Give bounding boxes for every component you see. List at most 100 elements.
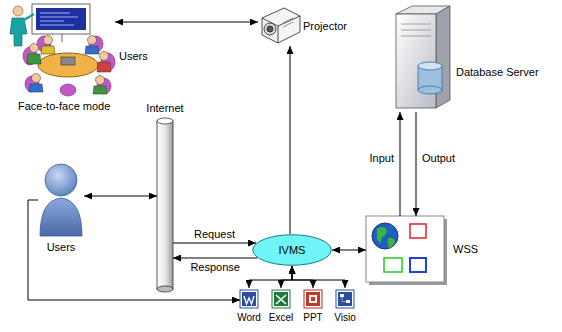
edge-label: Input [369,152,395,165]
connector-arrow [173,258,257,259]
wss-box: WSS [366,216,444,282]
word-icon [240,290,258,308]
shape-part [311,297,315,301]
board-stand [62,34,63,42]
presenter-head [13,6,23,16]
shape-part [96,76,105,85]
shape-part [309,295,317,303]
visio-icon [336,290,354,308]
connector-arrow [281,266,292,288]
shape-part [283,18,293,27]
connector-arrow [84,196,157,197]
presenter-arm [24,14,34,20]
user-group: Users [0,2,115,97]
connector-arrow [332,250,366,251]
laptop [61,57,75,65]
excel-icon: Excel [272,288,290,310]
shape-part [157,286,173,292]
node-label: Database Server [456,66,539,79]
shape-part [30,44,39,53]
presenter-body [10,18,27,46]
shape-part [157,118,173,124]
node-label: Word [237,312,261,324]
edge-label: Output [421,152,456,165]
attendees [27,36,111,95]
caption-label: Face-to-face mode [18,100,110,113]
shape-part [40,198,82,236]
shape-part [306,292,320,306]
connector-arrow [28,200,240,300]
shape-part [264,23,276,35]
projector-icon [262,8,300,43]
board-screen [36,8,86,30]
ppt-icon [304,290,322,308]
internet-cylinder: Internet [157,118,173,292]
shape-part [276,295,286,304]
shape-part [27,54,41,64]
database-server-icon [396,6,450,108]
shape-part [410,224,426,238]
user-figure [40,164,82,236]
shape-part [366,216,444,282]
excel-icon [272,290,290,308]
node-label: Users [119,50,148,63]
user-icon: Users [38,160,84,238]
board [32,4,90,34]
ivms-ellipse: IVMS [252,234,332,266]
shape-part [272,290,290,308]
shape-part [32,74,41,83]
shape-part [338,292,352,306]
node-label: Users [47,241,76,254]
shape-part [384,258,402,272]
connector-arrow [290,46,291,234]
shape-part [240,290,258,308]
edge-label: Request [193,228,236,241]
meeting-table [38,53,98,77]
internet-pipe [157,118,173,292]
node-label: WSS [453,243,478,256]
shape-part [41,46,55,54]
shape-part [88,36,97,45]
node-label: Excel [269,312,293,324]
wss-panel [366,216,447,285]
screen-lines [40,13,78,25]
node-label: PPT [303,312,322,324]
shape-part [29,84,43,92]
shape-part [377,227,395,248]
shape-part [346,300,350,303]
connector-arrow [292,266,313,288]
projector: Projector [258,4,300,46]
shape-part [93,86,107,94]
visio-icon: Visio [336,288,354,310]
shape-part [304,290,322,308]
edge-label: Response [189,261,241,274]
shape-part [336,290,354,308]
connector-arrow [400,112,401,216]
shape-part [60,84,76,96]
shape-part [418,62,442,70]
shape-part [267,26,273,32]
shape-part [242,292,256,306]
ellipse-shape [253,235,332,266]
shape-part [244,296,254,304]
database-server: Database Server [388,4,452,112]
ppt-icon: PPT [304,288,322,310]
shape-part [157,121,173,289]
node-label: IVMS [279,244,306,257]
chairs [23,36,115,96]
connector-arrow [249,266,292,288]
connector-arrow [173,243,256,244]
shape-part [44,36,53,45]
node-label: Internet [146,102,183,115]
meeting-scene [10,4,115,96]
connector-arrow [292,266,345,288]
connector-arrow [115,22,258,23]
shape-part [85,46,99,54]
node-label: Visio [334,312,356,324]
shape-part [262,8,300,43]
node-label: Projector [303,20,347,33]
shape-part [410,258,426,272]
